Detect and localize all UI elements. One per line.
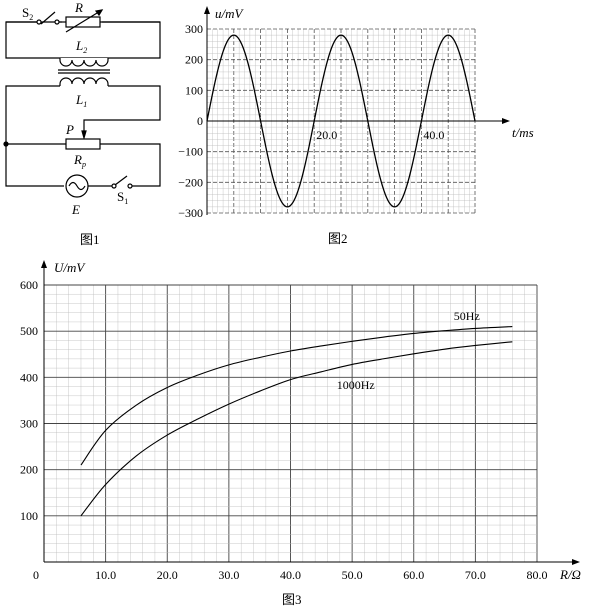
lower-right-wire-to-p bbox=[83, 85, 161, 132]
y-tick-label: −300 bbox=[178, 206, 203, 220]
y-tick-label: 200 bbox=[185, 53, 203, 67]
x-axis-arrow bbox=[502, 118, 510, 124]
y-tick-label: 300 bbox=[20, 417, 38, 431]
ac-sine-symbol bbox=[68, 181, 86, 191]
circuit-diagram bbox=[3, 9, 161, 198]
figure3-caption: 图3 bbox=[282, 592, 302, 607]
y-axis-label: U/mV bbox=[54, 260, 86, 275]
series-label-1000hz: 1000Hz bbox=[337, 378, 375, 392]
label-l2: L2 bbox=[75, 38, 87, 55]
y-tick-label: −200 bbox=[178, 175, 203, 189]
x-tick-label: 20.0 bbox=[316, 128, 337, 142]
y-tick-label: 100 bbox=[185, 83, 203, 97]
s2-terminal-b bbox=[54, 19, 60, 25]
s1-switch-blade bbox=[114, 175, 128, 186]
rp-right-wire bbox=[100, 143, 161, 187]
series-label-50hz: 50Hz bbox=[454, 309, 480, 323]
resistor-rp bbox=[65, 138, 101, 150]
coil-l1 bbox=[59, 77, 109, 86]
chart-voltage-vs-resistance: 100 200 300 400 500 600 0 10.0 20.0 30.0 40.0 50.0 6… bbox=[20, 260, 581, 607]
x-axis-label: R/Ω bbox=[559, 567, 581, 582]
figure1-caption: 图1 bbox=[80, 232, 100, 247]
lower-left-wire bbox=[5, 85, 64, 187]
s2-terminal-a bbox=[36, 19, 42, 25]
r-arrow-head bbox=[94, 9, 104, 17]
circuit-labels: S2 R L2 L1 P Rp E S1 图1 bbox=[22, 0, 128, 247]
series-1000hz-curve bbox=[80, 341, 513, 517]
y-tick-label: −100 bbox=[178, 145, 203, 159]
coil-l2 bbox=[59, 58, 109, 67]
y-axis-label: u/mV bbox=[215, 6, 245, 21]
label-l1: L1 bbox=[75, 92, 87, 109]
x-tick-label: 30.0 bbox=[218, 568, 239, 582]
y-axis-arrow bbox=[204, 6, 210, 14]
x-tick-label: 0 bbox=[33, 568, 39, 582]
y-tick-label: 0 bbox=[197, 114, 203, 128]
y-tick-label: 200 bbox=[20, 463, 38, 477]
series-50hz-curve bbox=[80, 326, 513, 466]
y-tick-label: 400 bbox=[20, 370, 38, 384]
figure2-caption: 图2 bbox=[328, 231, 348, 246]
label-e: E bbox=[71, 202, 80, 217]
series-sine-wave bbox=[206, 34, 476, 208]
label-s2: S2 bbox=[22, 5, 33, 22]
x-tick-label: 70.0 bbox=[465, 568, 486, 582]
y-tick-label: 500 bbox=[20, 324, 38, 338]
y-tick-label: 600 bbox=[20, 278, 38, 292]
y-tick-label: 300 bbox=[185, 22, 203, 36]
x-tick-label: 40.0 bbox=[423, 128, 444, 142]
x-tick-label: 50.0 bbox=[342, 568, 363, 582]
x-tick-label: 80.0 bbox=[527, 568, 548, 582]
chart-voltage-vs-time: 300 200 100 0 −100 −200 −300 20.0 40.0 u/mV t/ms 图2 bbox=[178, 6, 534, 246]
s1-terminal-b bbox=[127, 183, 133, 189]
x-tick-label: 10.0 bbox=[95, 568, 116, 582]
y-tick-label: 100 bbox=[20, 509, 38, 523]
label-r: R bbox=[74, 0, 83, 15]
r-variable-arrow bbox=[65, 9, 103, 33]
label-rp: Rp bbox=[73, 152, 86, 169]
x-axis-arrow bbox=[572, 559, 580, 565]
slider-p-arrow bbox=[81, 130, 87, 141]
s2-switch-blade bbox=[40, 11, 56, 25]
x-axis-label: t/ms bbox=[512, 125, 534, 140]
x-tick-label: 20.0 bbox=[157, 568, 178, 582]
label-s1: S1 bbox=[117, 189, 128, 206]
x-tick-label: 40.0 bbox=[280, 568, 301, 582]
junction-dot bbox=[3, 141, 9, 147]
y-axis-arrow bbox=[41, 260, 47, 268]
x-tick-label: 60.0 bbox=[403, 568, 424, 582]
label-p: P bbox=[65, 122, 74, 137]
